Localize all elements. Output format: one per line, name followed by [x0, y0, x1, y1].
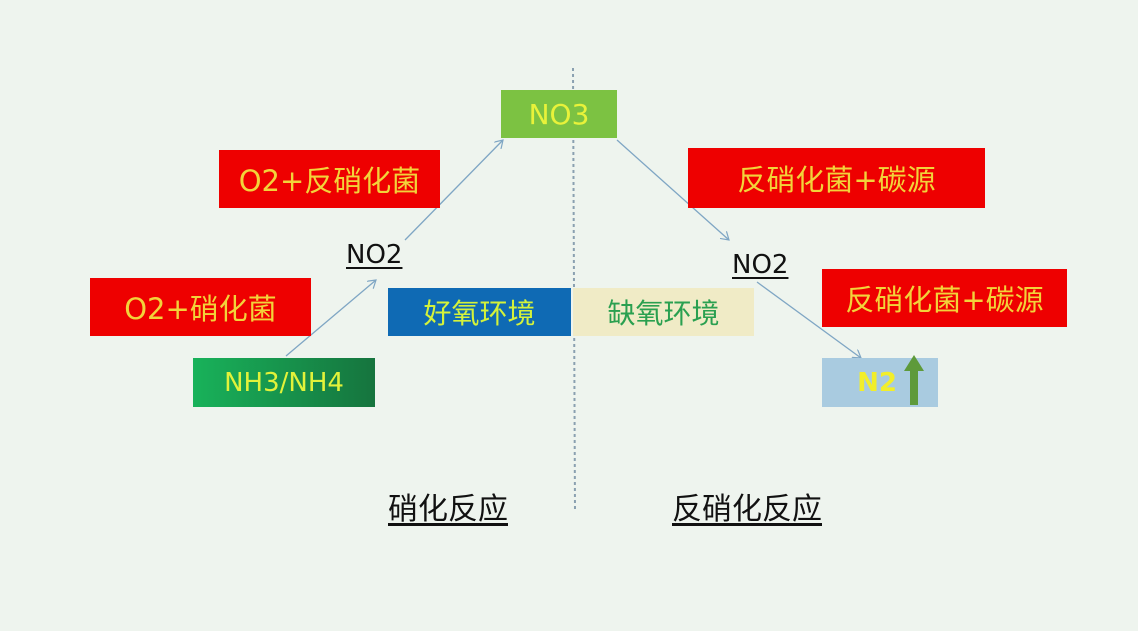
condition-o2-nitrifying-label: O2+硝化菌	[124, 292, 277, 326]
node-no2-left: NO2	[346, 240, 403, 270]
condition-denitrifying-carbon-2: 反硝化菌+碳源	[822, 269, 1067, 327]
condition-o2-denitrifying: O2+反硝化菌	[219, 150, 440, 208]
node-no2-right: NO2	[732, 250, 789, 280]
condition-o2-denitrifying-label: O2+反硝化菌	[238, 164, 421, 198]
env-aerobic-label: 好氧环境	[423, 297, 536, 330]
title-nitrification: 硝化反应	[388, 492, 508, 527]
node-n2: N2	[822, 355, 938, 407]
condition-denitrifying-carbon-1: 反硝化菌+碳源	[688, 148, 985, 208]
node-nh3: NH3/NH4	[193, 358, 375, 407]
title-denitrification: 反硝化反应	[672, 492, 822, 527]
node-nh3-label: NH3/NH4	[224, 367, 344, 398]
node-no3-label: NO3	[528, 97, 590, 131]
env-anoxic: 缺氧环境	[573, 288, 754, 336]
node-no3: NO3	[501, 90, 617, 138]
condition-o2-nitrifying: O2+硝化菌	[90, 278, 311, 336]
condition-denitrifying-carbon-2-label: 反硝化菌+碳源	[845, 283, 1044, 317]
arrow-up-icon	[904, 355, 924, 405]
env-anoxic-label: 缺氧环境	[607, 297, 720, 330]
env-aerobic: 好氧环境	[388, 288, 571, 336]
condition-denitrifying-carbon-1-label: 反硝化菌+碳源	[737, 163, 936, 197]
node-n2-label: N2	[857, 367, 897, 398]
